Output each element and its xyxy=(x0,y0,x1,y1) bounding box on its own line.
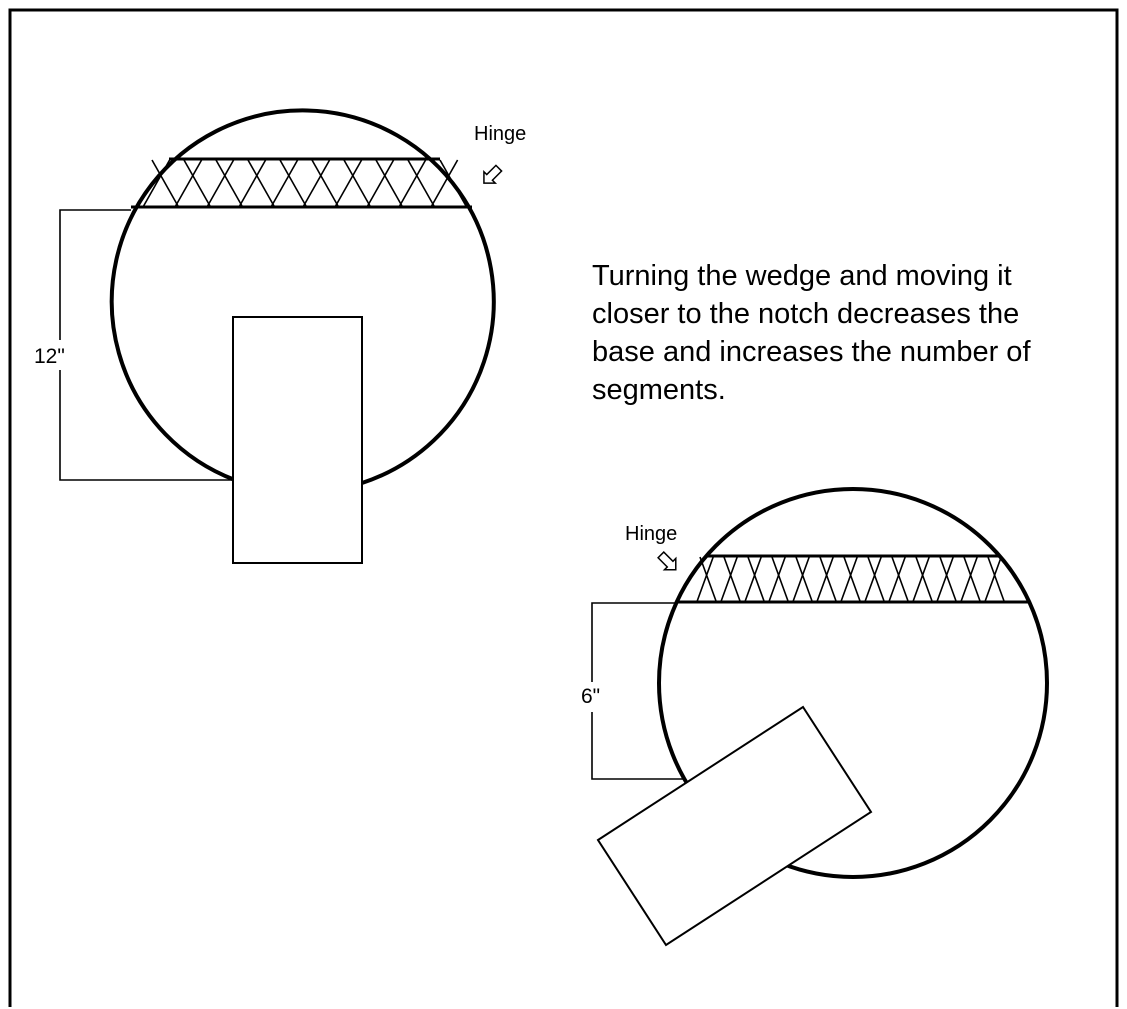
hinge-strand xyxy=(398,159,427,207)
hinge-strand xyxy=(939,556,957,602)
hinge-strand xyxy=(984,556,1002,602)
caption: Turning the wedge and moving it closer t… xyxy=(592,260,1031,406)
trunk-outline-top xyxy=(109,108,496,485)
hinge-strand xyxy=(430,159,459,207)
hinge-hatching-top xyxy=(142,159,467,207)
hinge-strand xyxy=(888,556,906,602)
dimension-bracket-top xyxy=(59,209,233,481)
hinge-strand xyxy=(247,159,275,207)
hinge-strand xyxy=(747,556,765,602)
hinge-strand xyxy=(843,556,861,602)
hinge-strand xyxy=(174,159,203,207)
hinge-strand xyxy=(151,159,179,207)
hinge-strand xyxy=(768,556,786,602)
wedge-bottom xyxy=(596,705,873,947)
hinge-label-bottom: Hinge xyxy=(625,523,677,545)
caption-line-2: closer to the notch decreases the xyxy=(592,298,1019,330)
dimension-label-bg-bottom xyxy=(574,682,610,712)
hinge-strand xyxy=(699,556,717,602)
hinge-strand xyxy=(987,556,1005,602)
hinge-strand xyxy=(696,556,714,602)
caption-line-4: segments. xyxy=(592,374,726,406)
hinge-strand xyxy=(270,159,299,207)
dimension-label-top: 12" xyxy=(34,345,65,368)
hinge-strand xyxy=(936,556,954,602)
hinge-strand xyxy=(407,159,435,207)
hinge-strand xyxy=(891,556,909,602)
caption-line-3: base and increases the number of xyxy=(592,336,1031,368)
hinge-strand xyxy=(343,159,371,207)
trunk-outline-bottom xyxy=(657,487,1049,879)
hinge-strand xyxy=(795,556,813,602)
hinge-strand xyxy=(375,159,403,207)
wedge-top xyxy=(232,316,363,564)
dimension-label-bottom: 6" xyxy=(581,685,600,708)
hinge-strand xyxy=(215,159,243,207)
hinge-strand xyxy=(963,556,981,602)
hinge-strand xyxy=(912,556,930,602)
hinge-strand xyxy=(816,556,834,602)
hinge-strand xyxy=(311,159,339,207)
hinge-strand xyxy=(302,159,331,207)
hinge-strand xyxy=(366,159,395,207)
hinge-strand xyxy=(819,556,837,602)
page-frame xyxy=(8,8,1119,1007)
hinge-strand xyxy=(238,159,267,207)
hinge-strand xyxy=(840,556,858,602)
hinge-strand xyxy=(723,556,741,602)
hinge-strand xyxy=(206,159,235,207)
hinge-strand xyxy=(183,159,211,207)
hinge-strand xyxy=(792,556,810,602)
tree-bottom: 6" Hinge xyxy=(574,487,1049,947)
hinge-strand xyxy=(960,556,978,602)
hinge-strand xyxy=(915,556,933,602)
caption-line-1: Turning the wedge and moving it xyxy=(592,260,1012,292)
hinge-strand xyxy=(771,556,789,602)
hinge-strand xyxy=(439,159,467,207)
arrow-down-left-icon xyxy=(483,164,503,184)
arrow-down-right-icon xyxy=(657,551,677,571)
hinge-strand xyxy=(720,556,738,602)
hinge-strand xyxy=(334,159,363,207)
hinge-strand xyxy=(867,556,885,602)
hinge-strand xyxy=(279,159,307,207)
hinge-strand xyxy=(142,159,171,207)
tree-top: 12" Hinge xyxy=(30,108,526,564)
dimension-label-bg-top xyxy=(30,340,70,370)
hinge-label-top: Hinge xyxy=(474,123,526,145)
hinge-hatching-bottom xyxy=(696,556,1005,602)
hinge-strand xyxy=(864,556,882,602)
hinge-strand xyxy=(744,556,762,602)
